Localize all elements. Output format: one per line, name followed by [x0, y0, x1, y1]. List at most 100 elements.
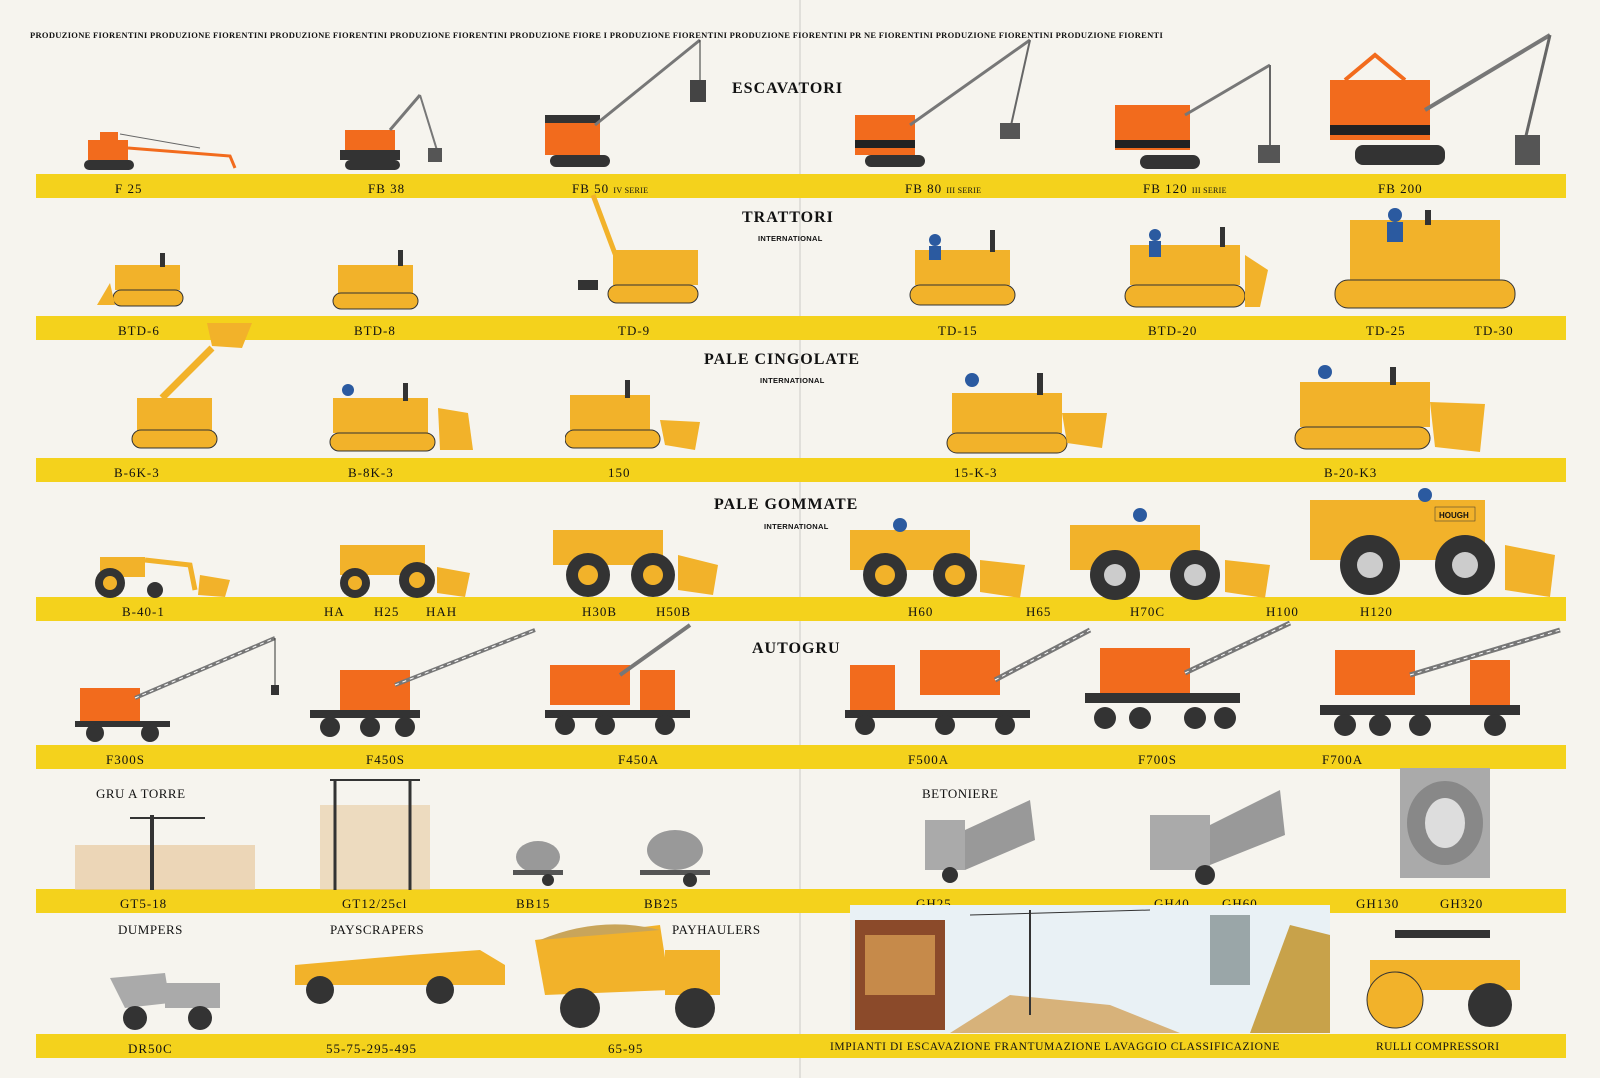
header-band: PRODUZIONE FIORENTINI PRODUZIONE FIORENT…: [30, 30, 1164, 40]
road-roller-illustration: [1366, 930, 1520, 1029]
label-rulli-compressori: RULLI COMPRESSORI: [1376, 1041, 1500, 1053]
stripe-trattori: [36, 316, 1566, 340]
mixer-bb25-illustration: [640, 830, 710, 887]
section-title-betoniere: BETONIERE: [922, 786, 999, 801]
tower-crane-gt1225cl-illustration: [320, 779, 430, 890]
section-title-escavatori: ESCAVATORI: [732, 80, 844, 97]
tractor-td25-td30-illustration: [1334, 208, 1516, 309]
label-fb80: FB 80 III SERIE: [905, 181, 982, 196]
excavator-fb120-illustration: [1115, 63, 1280, 169]
section-title-pale-cingolate: PALE CINGOLATE: [704, 351, 861, 368]
dumper-dr50c-illustration: [110, 973, 220, 1030]
wheel-loader-h70c-illustration: [1070, 508, 1270, 600]
stripe-gru-betoniere: [36, 889, 1566, 913]
quarry-plant-illustration: [850, 905, 1330, 1033]
payscraper-illustration: [295, 950, 505, 1004]
stripe-escavatori: [36, 174, 1566, 198]
hough-decal: HOUGH: [1439, 511, 1469, 520]
excavator-f25-illustration: [84, 132, 237, 170]
page-fold: [799, 0, 801, 1078]
label-150: 150: [608, 465, 631, 480]
label-h50b: H50B: [656, 604, 692, 619]
label-bb15: BB15: [516, 896, 551, 911]
loader-b20k3-illustration: [1294, 365, 1485, 452]
label-fb200: FB 200: [1378, 181, 1423, 196]
wheel-loader-b401-illustration: [95, 557, 230, 598]
label-b20k3: B-20-K3: [1324, 465, 1378, 480]
label-h120: H120: [1360, 604, 1393, 619]
loader-150-illustration: [565, 380, 700, 450]
crane-f450a-illustration: [545, 623, 692, 735]
excavator-fb200-illustration: [1330, 33, 1552, 165]
label-btd6: BTD-6: [118, 323, 160, 338]
mixer-gh25-illustration: [925, 800, 1035, 883]
section-title-autogru: AUTOGRU: [752, 640, 841, 657]
tower-crane-gt518-illustration: [75, 815, 255, 890]
stripe-pale-gommate: [36, 597, 1566, 621]
crane-f300s-illustration: [75, 636, 279, 742]
tractor-btd8-illustration: [332, 250, 419, 310]
label-btd20: BTD-20: [1148, 323, 1198, 338]
mixer-bb15-illustration: [513, 841, 563, 886]
stripe-autogru: [36, 745, 1566, 769]
label-fb50: FB 50 IV SERIE: [572, 181, 649, 196]
dozer-b8k3-illustration: [329, 383, 473, 452]
label-ha: HA: [324, 604, 345, 619]
label-f700a: F700A: [1322, 752, 1364, 767]
mixer-gh130-gh320-illustration: [1400, 768, 1490, 878]
label-td9: TD-9: [618, 323, 651, 338]
stripe-pale-cingolate: [36, 458, 1566, 482]
label-gh130: GH130: [1356, 896, 1400, 911]
label-payscraper-models: 55-75-295-495: [326, 1041, 417, 1056]
crane-f700s-illustration: [1085, 620, 1292, 729]
tractor-td9-illustration: [578, 194, 699, 304]
section-title-trattori: TRATTORI: [742, 209, 834, 226]
label-f450a: F450A: [618, 752, 660, 767]
label-b8k3: B-8K-3: [348, 465, 394, 480]
label-b6k3: B-6K-3: [114, 465, 160, 480]
label-td15: TD-15: [938, 323, 978, 338]
label-gt1225cl: GT12/25cl: [342, 896, 408, 911]
label-hah: HAH: [426, 604, 458, 619]
label-td30: TD-30: [1474, 323, 1514, 338]
label-15k3: 15-K-3: [954, 465, 998, 480]
tractor-btd20-illustration: [1124, 227, 1268, 308]
wheel-loader-h120-illustration: HOUGH: [1310, 488, 1555, 597]
section-title-gru-a-torre: GRU A TORRE: [96, 786, 186, 801]
loader-b6k3-illustration: [131, 323, 252, 449]
label-fb120: FB 120 III SERIE: [1143, 181, 1227, 196]
wheel-loader-h60-illustration: [850, 518, 1025, 598]
label-f450s: F450S: [366, 752, 405, 767]
label-f700s: F700S: [1138, 752, 1177, 767]
label-payhauler-models: 65-95: [608, 1041, 644, 1056]
label-dr50c: DR50C: [128, 1041, 173, 1056]
section-subtitle-trattori: INTERNATIONAL: [758, 234, 823, 243]
section-title-dumpers: DUMPERS: [118, 922, 183, 937]
loader-15k3-illustration: [946, 373, 1107, 454]
stripe-bottom: [36, 1034, 1566, 1058]
crane-f450s-illustration: [310, 628, 536, 737]
section-title-payhaulers: PAYHAULERS: [672, 922, 761, 937]
label-fb38: FB 38: [368, 181, 406, 196]
label-h65: H65: [1026, 604, 1052, 619]
label-gh320: GH320: [1440, 896, 1484, 911]
payhauler-illustration: [535, 924, 720, 1028]
label-bb25: BB25: [644, 896, 679, 911]
label-b401: B-40-1: [122, 604, 165, 619]
label-gt518: GT5-18: [120, 896, 168, 911]
mixer-gh40-gh60-illustration: [1150, 790, 1285, 885]
label-f300s: F300S: [106, 752, 145, 767]
section-title-pale-gommate: PALE GOMMATE: [714, 496, 859, 513]
tractor-td15-illustration: [909, 230, 1016, 306]
section-subtitle-pale-gommate: INTERNATIONAL: [764, 522, 829, 531]
label-td25: TD-25: [1366, 323, 1406, 338]
label-btd8: BTD-8: [354, 323, 396, 338]
label-f500a: F500A: [908, 752, 950, 767]
label-f25: F 25: [115, 181, 143, 196]
excavator-fb80-illustration: [855, 38, 1031, 167]
crane-f700a-illustration: [1320, 627, 1561, 736]
label-impianti: IMPIANTI DI ESCAVAZIONE FRANTUMAZIONE LA…: [830, 1041, 1281, 1053]
section-title-payscrapers: PAYSCRAPERS: [330, 922, 425, 937]
excavator-fb38-illustration: [340, 94, 442, 170]
label-h100: H100: [1266, 604, 1299, 619]
